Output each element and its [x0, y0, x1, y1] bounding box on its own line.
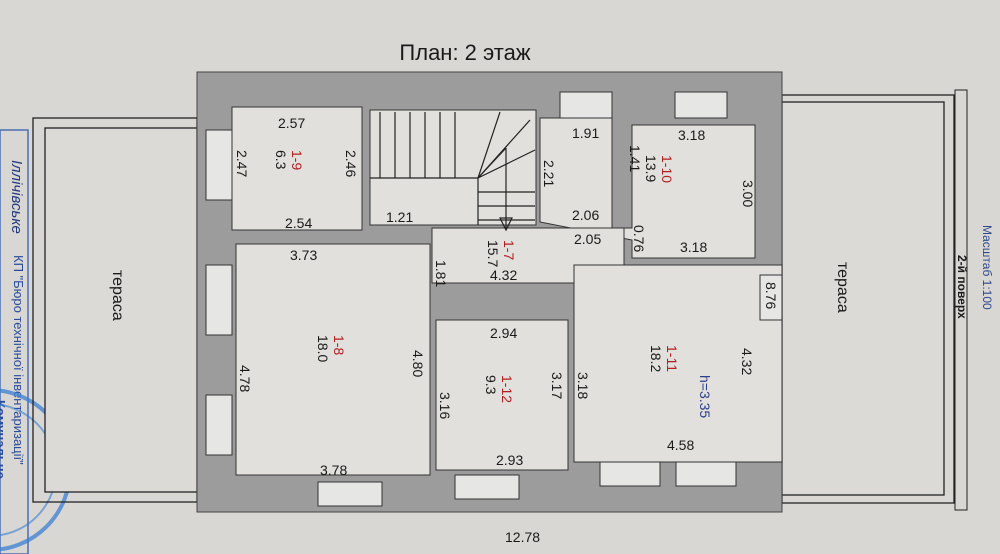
svg-text:3.00: 3.00: [740, 180, 756, 207]
dimensions: 2.57 2.47 2.46 2.54 1.21 1.91 1.41 2.21 …: [234, 115, 779, 545]
svg-text:1-8: 1-8: [331, 335, 347, 355]
room-1-8: [235, 243, 431, 476]
svg-text:1-9: 1-9: [289, 150, 305, 170]
svg-text:тераса: тераса: [834, 262, 851, 313]
svg-text:4.58: 4.58: [667, 437, 694, 453]
stamp-city: Іллічівське: [8, 160, 25, 234]
svg-text:3.18: 3.18: [575, 372, 591, 399]
svg-text:15.7: 15.7: [485, 240, 501, 267]
height-label: h=3.35: [697, 375, 713, 418]
room-1-9: [231, 106, 363, 231]
svg-text:2.06: 2.06: [572, 207, 599, 223]
svg-text:1.41: 1.41: [627, 145, 643, 172]
svg-text:тераса: тераса: [109, 270, 126, 321]
svg-text:3.18: 3.18: [680, 239, 707, 255]
svg-text:2.46: 2.46: [343, 150, 359, 177]
svg-text:0.76: 0.76: [631, 225, 647, 252]
svg-text:3.16: 3.16: [437, 392, 453, 419]
svg-text:1-10: 1-10: [659, 155, 675, 183]
svg-text:3.73: 3.73: [290, 247, 317, 263]
room-label-1-7: 1-715.7: [485, 240, 517, 267]
svg-text:3.17: 3.17: [549, 372, 565, 399]
svg-text:2.93: 2.93: [496, 452, 523, 468]
svg-text:18.2: 18.2: [648, 345, 664, 372]
terrace-left: тераса: [32, 117, 198, 503]
svg-text:2.54: 2.54: [285, 215, 312, 231]
svg-text:8.76: 8.76: [763, 282, 779, 309]
windows: [205, 91, 783, 507]
floor-label: 2-й поверх: [955, 255, 969, 319]
svg-text:18.0: 18.0: [315, 335, 331, 362]
svg-text:2.94: 2.94: [490, 325, 517, 341]
svg-text:2.21: 2.21: [541, 160, 557, 187]
svg-text:1.21: 1.21: [386, 209, 413, 225]
rooms: [231, 106, 783, 476]
svg-text:6.3: 6.3: [273, 150, 289, 170]
plan-title: План: 2 этаж: [399, 40, 530, 65]
svg-text:12.78: 12.78: [505, 529, 540, 545]
room-label-1-9: 1-96.3: [273, 150, 305, 170]
svg-text:2.05: 2.05: [574, 231, 601, 247]
svg-text:4.32: 4.32: [739, 348, 755, 375]
svg-text:1.81: 1.81: [433, 260, 449, 287]
room-label-1-12: 1-129.3: [483, 375, 515, 403]
svg-text:4.80: 4.80: [410, 350, 426, 377]
room-label-1-8: 1-818.0: [315, 335, 347, 362]
room-1-12: [435, 319, 569, 471]
stamp-org2: Комунальне: [0, 400, 8, 479]
svg-text:3.18: 3.18: [678, 127, 705, 143]
svg-text:4.32: 4.32: [490, 267, 517, 283]
svg-text:2.57: 2.57: [278, 115, 305, 131]
svg-text:4.78: 4.78: [237, 365, 253, 392]
svg-text:1.91: 1.91: [572, 125, 599, 141]
frame-line: [954, 89, 968, 511]
svg-text:9.3: 9.3: [483, 375, 499, 395]
svg-text:1-7: 1-7: [501, 240, 517, 260]
svg-text:1-11: 1-11: [664, 345, 680, 372]
svg-text:1-12: 1-12: [499, 375, 515, 403]
svg-text:13.9: 13.9: [643, 155, 659, 182]
svg-text:2.47: 2.47: [234, 150, 250, 177]
scale-label: Масштаб 1:100: [980, 225, 994, 310]
staircase: [370, 111, 536, 232]
stamp-org: КП "Бюро технічної інвентаризації": [11, 255, 26, 465]
terrace-right: тераса: [781, 94, 955, 504]
svg-text:3.78: 3.78: [320, 462, 347, 478]
room-1-11: [573, 264, 783, 463]
